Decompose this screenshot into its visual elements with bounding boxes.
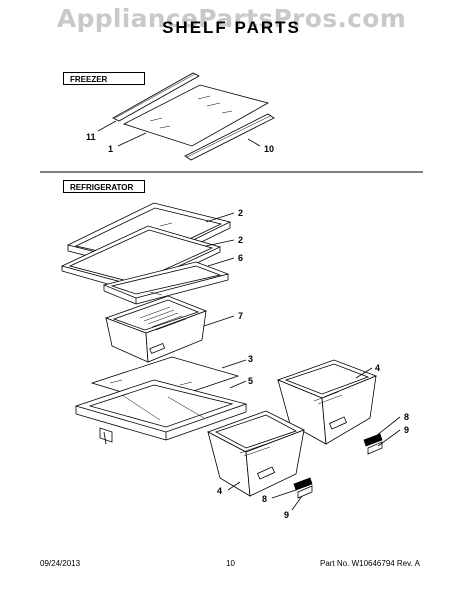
callout-7: 7 (238, 311, 243, 321)
refrigerator-glass-shelf-second (60, 225, 222, 293)
callout-4-left: 4 (217, 486, 222, 496)
watermark: AppliancePartsPros.com (56, 4, 407, 33)
crisper-slide-right (363, 433, 383, 455)
footer-page-number: 10 (226, 559, 235, 568)
freezer-glass-shelf (122, 84, 270, 147)
callout-1: 1 (108, 144, 113, 154)
callout-9-left: 9 (284, 510, 289, 520)
callout-3: 3 (248, 354, 253, 364)
callout-11: 11 (86, 132, 96, 142)
callout-9-right: 9 (404, 425, 409, 435)
callout-4-right: 4 (375, 363, 380, 373)
callout-8-right: 8 (404, 412, 409, 422)
deli-drawer (104, 295, 208, 363)
callout-10: 10 (264, 144, 274, 154)
callout-2-top: 2 (238, 208, 243, 218)
freezer-shelf-trim-top (112, 72, 200, 122)
crisper-slide-left (293, 477, 313, 499)
crisper-drawer-left (207, 410, 305, 497)
page-title: SHELF PARTS (162, 18, 301, 37)
crisper-frame (102, 261, 230, 305)
crisper-drawer-right (276, 359, 378, 445)
callout-5: 5 (248, 376, 253, 386)
crisper-cover-frame (74, 379, 248, 445)
callout-6: 6 (238, 253, 243, 263)
callout-8-left: 8 (262, 494, 267, 504)
callout-2-second: 2 (238, 235, 243, 245)
footer-date: 09/24/2013 (40, 559, 81, 568)
freezer-shelf-trim-bottom (184, 113, 275, 161)
footer-part-number: Part No. W10646794 Rev. A (320, 559, 420, 568)
